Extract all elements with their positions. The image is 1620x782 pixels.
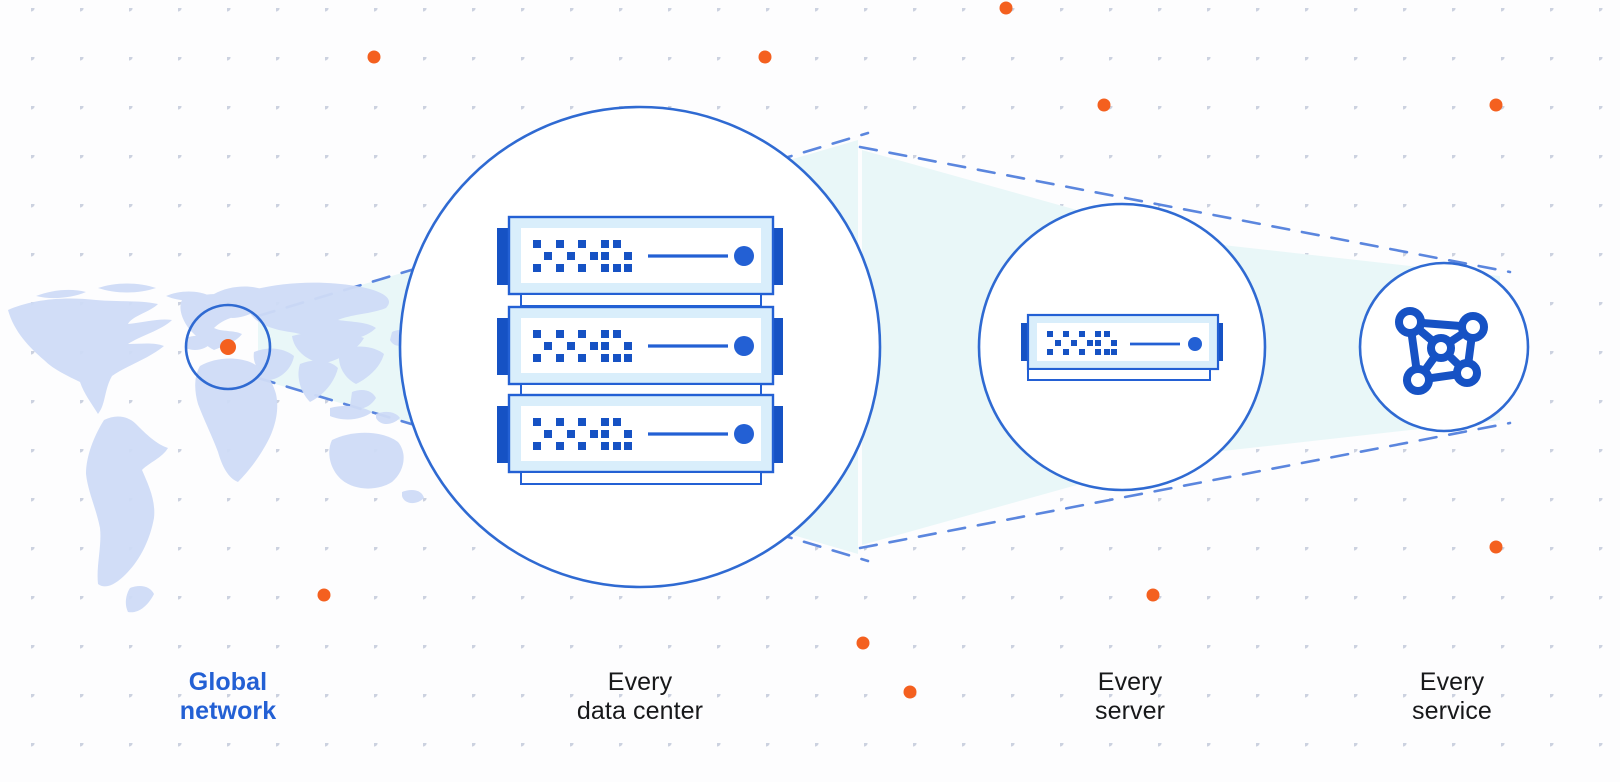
stage-label-server: Every server bbox=[1094, 668, 1166, 725]
single-server-icon bbox=[1021, 313, 1223, 381]
server-unit bbox=[497, 215, 783, 296]
stage-label-data-center: Every data center bbox=[576, 668, 704, 725]
map-focus-circle bbox=[184, 303, 272, 391]
network-mesh-icon bbox=[1395, 307, 1488, 395]
server-rack-icon bbox=[497, 215, 783, 485]
map-marker-dot bbox=[220, 339, 236, 355]
stage-label-service: Every service bbox=[1412, 668, 1492, 725]
server-unit bbox=[497, 393, 783, 474]
world-map-icon bbox=[8, 282, 424, 613]
stage-label-global-network: Global network bbox=[179, 668, 277, 725]
server-unit bbox=[497, 305, 783, 386]
highlight-dots bbox=[317, 1, 1503, 699]
